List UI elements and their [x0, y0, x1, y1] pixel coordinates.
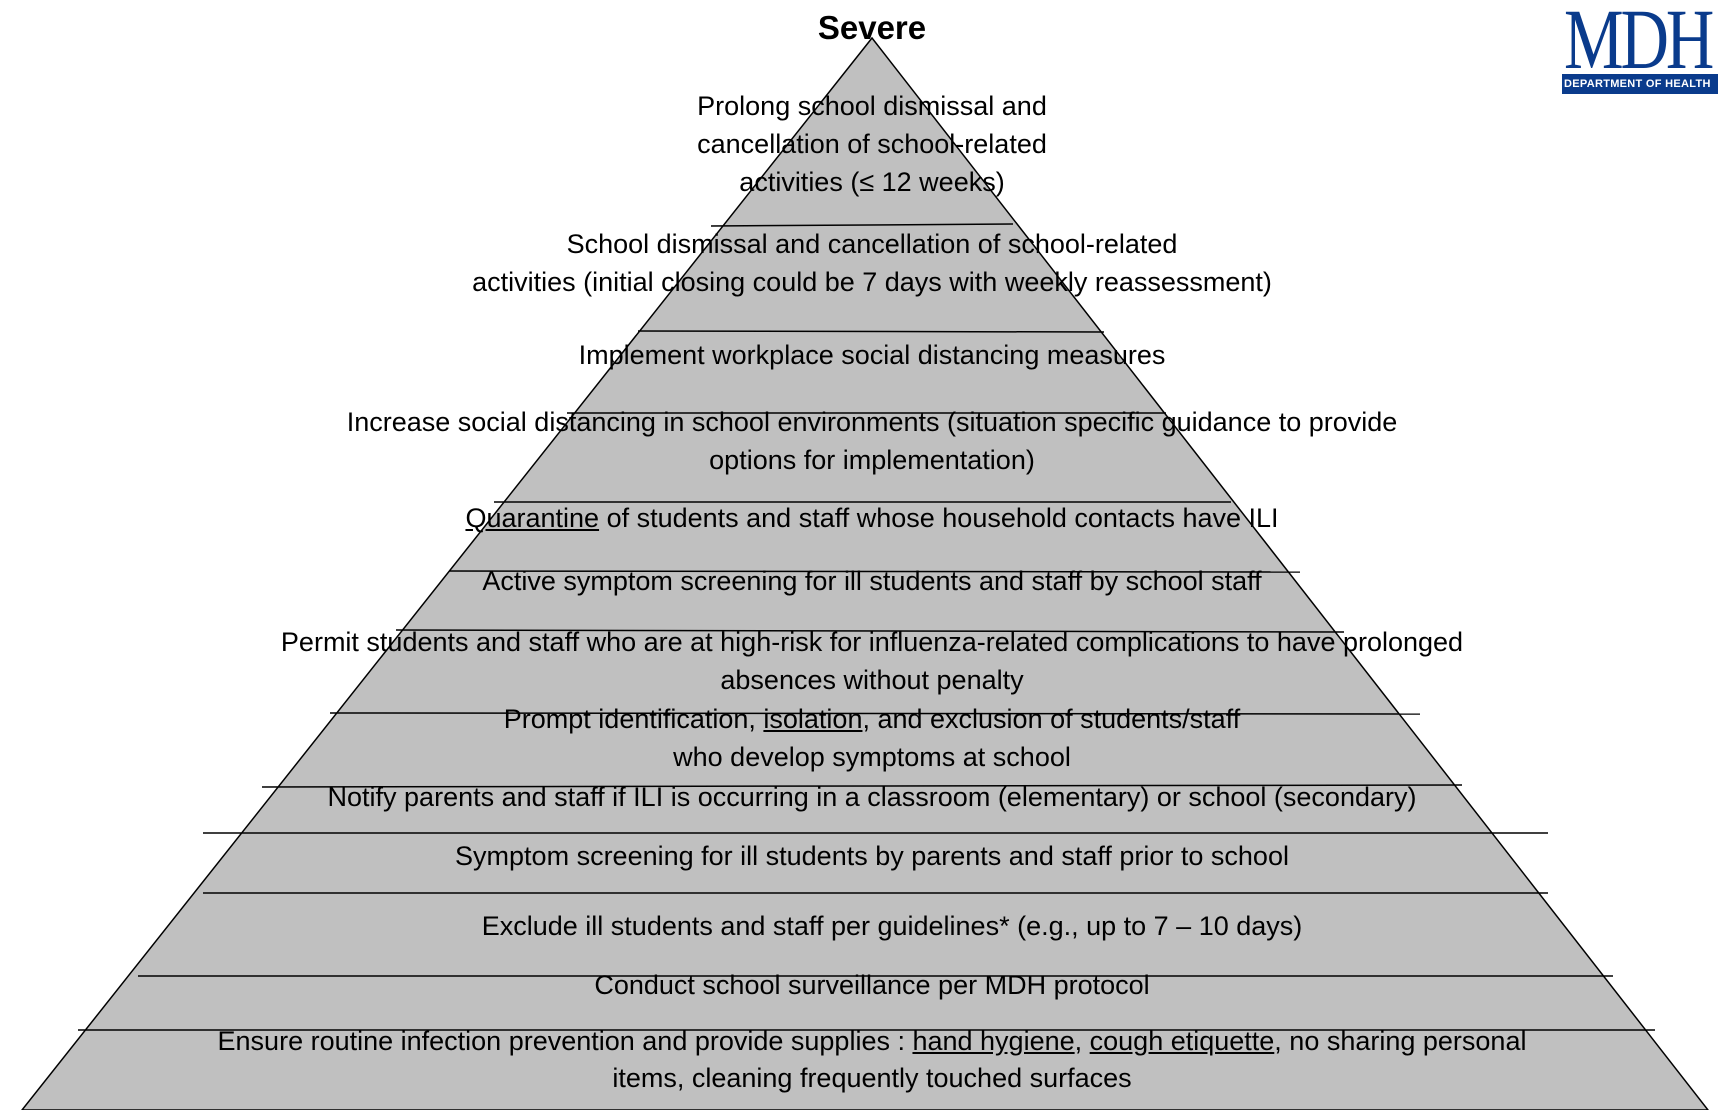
tier-separator-8 [261, 784, 1463, 788]
tier-separator-1 [710, 223, 1014, 227]
tier-4-line-1: Increase social distancing in school env… [347, 404, 1398, 441]
mdh-logo-subtitle: DEPARTMENT OF HEALTH [1562, 74, 1718, 94]
severity-label-severe: Severe [817, 9, 927, 46]
tier-13-line-2: items, cleaning frequently touched surfa… [612, 1060, 1131, 1097]
underlined-term: Quarantine [465, 503, 600, 533]
tier-1-line-2: cancellation of school-related [697, 126, 1047, 163]
tier-text-segment: who develop symptoms at school [673, 742, 1071, 772]
tier-text-segment: options for implementation) [709, 445, 1035, 475]
tier-text-segment: Exclude ill students and staff per guide… [481, 911, 1303, 941]
tier-text-segment: , [1074, 1026, 1090, 1056]
tier-separator-6 [395, 629, 1345, 633]
tier-text-segment: items, cleaning frequently touched surfa… [612, 1063, 1132, 1093]
tier-text-segment: activities (initial closing could be 7 d… [472, 267, 1272, 297]
tier-text-segment: Prompt identification, [503, 704, 764, 734]
tier-text-segment: , and exclusion of students/staff [862, 704, 1241, 734]
tier-separator-5 [448, 570, 1301, 573]
tier-10-line-1: Symptom screening for ill students by pa… [455, 838, 1289, 875]
tier-4-line-2: options for implementation) [709, 442, 1035, 479]
tier-text-segment: Symptom screening for ill students by pa… [455, 841, 1289, 871]
tier-9-line-1: Notify parents and staff if ILI is occur… [328, 779, 1417, 816]
tier-text-segment: absences without penalty [720, 665, 1024, 695]
underlined-term: hand hygiene [912, 1026, 1075, 1056]
tier-text-segment: Ensure routine infection prevention and … [217, 1026, 913, 1056]
underlined-term: cough etiquette [1089, 1026, 1275, 1056]
tier-text-segment: activities (≤ 12 weeks) [739, 167, 1005, 197]
tier-12-line-1: Conduct school surveillance per MDH prot… [594, 967, 1149, 1004]
tier-text-segment: Increase social distancing in school env… [346, 407, 1398, 437]
tier-6-line-1: Active symptom screening for ill student… [482, 563, 1261, 600]
tier-text-segment: Prolong school dismissal and [697, 91, 1047, 121]
tier-8-line-2: who develop symptoms at school [673, 739, 1071, 776]
tier-7-line-1: Permit students and staff who are at hig… [281, 624, 1463, 661]
tier-text-segment: Notify parents and staff if ILI is occur… [327, 782, 1417, 812]
tier-separators [78, 223, 1655, 1031]
tier-text-segment: Implement workplace social distancing me… [578, 340, 1166, 370]
mdh-logo-letters: MDH [1564, 0, 1714, 87]
tier-text-segment: of students and staff whose household co… [599, 503, 1279, 533]
tier-3-line-1: Implement workplace social distancing me… [579, 337, 1166, 374]
tier-text-segment: cancellation of school-related [697, 129, 1047, 159]
tier-text-segment: Active symptom screening for ill student… [482, 566, 1262, 596]
tier-1-line-3: activities (≤ 12 weeks) [739, 164, 1004, 201]
tier-separator-2 [637, 330, 1105, 333]
tier-separator-7 [329, 712, 1421, 715]
tier-2-line-2: activities (initial closing could be 7 d… [472, 264, 1272, 301]
tier-2-line-1: School dismissal and cancellation of sch… [567, 226, 1178, 263]
tier-text-segment: Permit students and staff who are at hig… [280, 627, 1464, 657]
tier-text-segment: School dismissal and cancellation of sch… [566, 229, 1178, 259]
tier-1-line-1: Prolong school dismissal and [697, 88, 1047, 125]
tier-text-segment: , no sharing personal [1274, 1026, 1527, 1056]
tier-7-line-2: absences without penalty [720, 662, 1023, 699]
pyramid-shape [21, 36, 1709, 1110]
tier-11-line-1: Exclude ill students and staff per guide… [482, 908, 1303, 945]
tier-13-line-1: Ensure routine infection prevention and … [218, 1023, 1527, 1060]
tier-5-line-1: Quarantine of students and staff whose h… [465, 500, 1278, 537]
mdh-logo: MDH DEPARTMENT OF HEALTH [1562, 0, 1718, 95]
underlined-term: isolation [763, 704, 863, 734]
tier-8-line-1: Prompt identification, isolation, and ex… [504, 701, 1240, 738]
tier-text-segment: Conduct school surveillance per MDH prot… [594, 970, 1150, 1000]
